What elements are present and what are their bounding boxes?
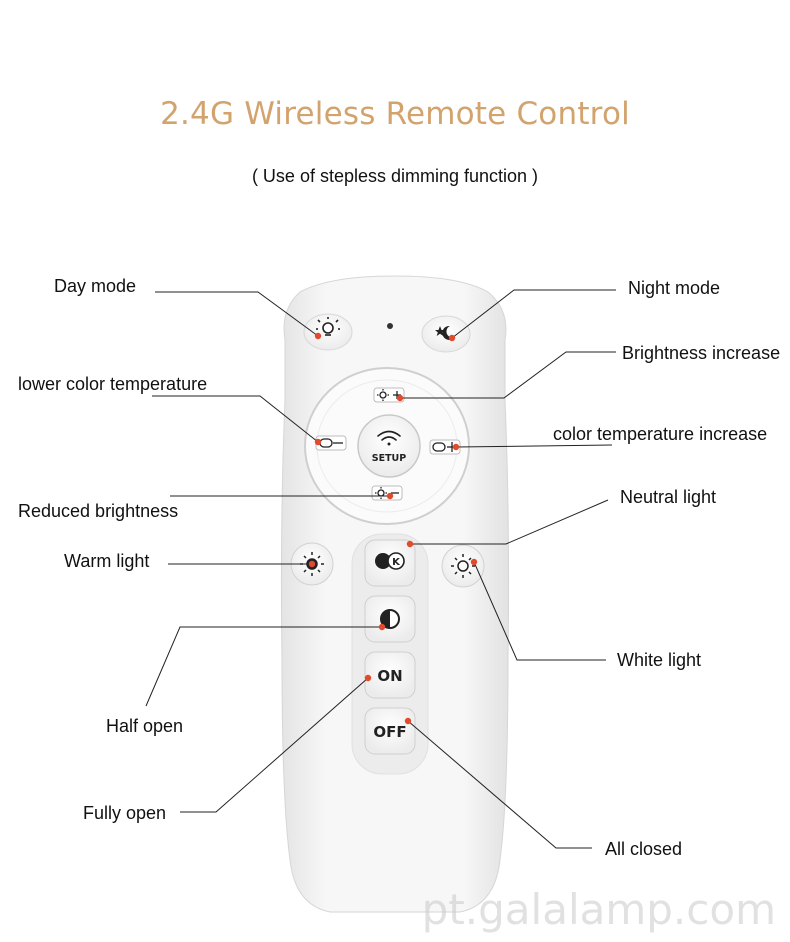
label-all-closed: All closed bbox=[605, 839, 683, 859]
label-night-mode: Night mode bbox=[628, 278, 721, 298]
leader-day-mode bbox=[155, 291, 319, 337]
on-button[interactable]: ON bbox=[364, 651, 416, 699]
leader-night-mode bbox=[451, 289, 616, 339]
leader-lines bbox=[145, 289, 616, 849]
wifi-icon bbox=[377, 430, 401, 446]
label-warm-light: Warm light bbox=[64, 551, 150, 571]
leader-color-temperature-increase bbox=[455, 444, 613, 448]
day-mode-button[interactable] bbox=[303, 313, 353, 351]
label-color-temperature-increase: color temperature increase bbox=[553, 424, 768, 444]
leader-lower-color-temperature bbox=[152, 395, 319, 443]
leader-white-light bbox=[473, 561, 606, 661]
white-sun-icon bbox=[451, 554, 475, 578]
lightbulb-icon bbox=[316, 317, 340, 336]
leader-brightness-increase bbox=[400, 351, 616, 399]
brightness-increase-button[interactable] bbox=[373, 387, 405, 403]
neutral-half-icon bbox=[375, 553, 391, 569]
off-button[interactable]: OFF bbox=[364, 707, 416, 755]
half-open-button[interactable] bbox=[364, 595, 416, 643]
neutral-light-button[interactable]: K bbox=[364, 539, 416, 587]
label-fully-open: Fully open bbox=[83, 803, 167, 823]
setup-label: SETUP bbox=[372, 453, 407, 464]
label-day-mode: Day mode bbox=[54, 276, 137, 296]
setup-button[interactable]: SETUP bbox=[357, 414, 421, 478]
white-light-button[interactable] bbox=[441, 544, 485, 588]
leader-neutral-light bbox=[410, 499, 609, 545]
label-lower-color-temperature: lower color temperature bbox=[18, 374, 208, 394]
markers bbox=[308, 332, 478, 725]
leader-half-open bbox=[145, 626, 382, 707]
leader-all-closed bbox=[407, 720, 592, 849]
off-label: OFF bbox=[373, 723, 406, 741]
label-white-light: White light bbox=[617, 650, 702, 670]
leader-fully-open bbox=[180, 677, 369, 813]
label-neutral-light: Neutral light bbox=[620, 487, 717, 507]
color-temperature-increase-button[interactable] bbox=[429, 439, 461, 455]
indicator-led bbox=[387, 323, 393, 329]
moon-star-icon bbox=[435, 325, 455, 340]
neutral-k-label: K bbox=[392, 557, 401, 568]
reduced-brightness-button[interactable] bbox=[371, 485, 403, 501]
on-label: ON bbox=[377, 667, 402, 685]
night-mode-button[interactable] bbox=[421, 315, 471, 353]
label-reduced-brightness: Reduced brightness bbox=[18, 501, 179, 521]
half-circle-icon bbox=[380, 609, 400, 629]
label-brightness-increase: Brightness increase bbox=[622, 343, 781, 363]
label-half-open: Half open bbox=[106, 716, 184, 736]
watermark: pt.galalamp.com bbox=[421, 885, 776, 934]
page-subtitle: ( Use of stepless dimming function ) bbox=[251, 166, 539, 186]
page-title: 2.4G Wireless Remote Control bbox=[160, 96, 630, 132]
